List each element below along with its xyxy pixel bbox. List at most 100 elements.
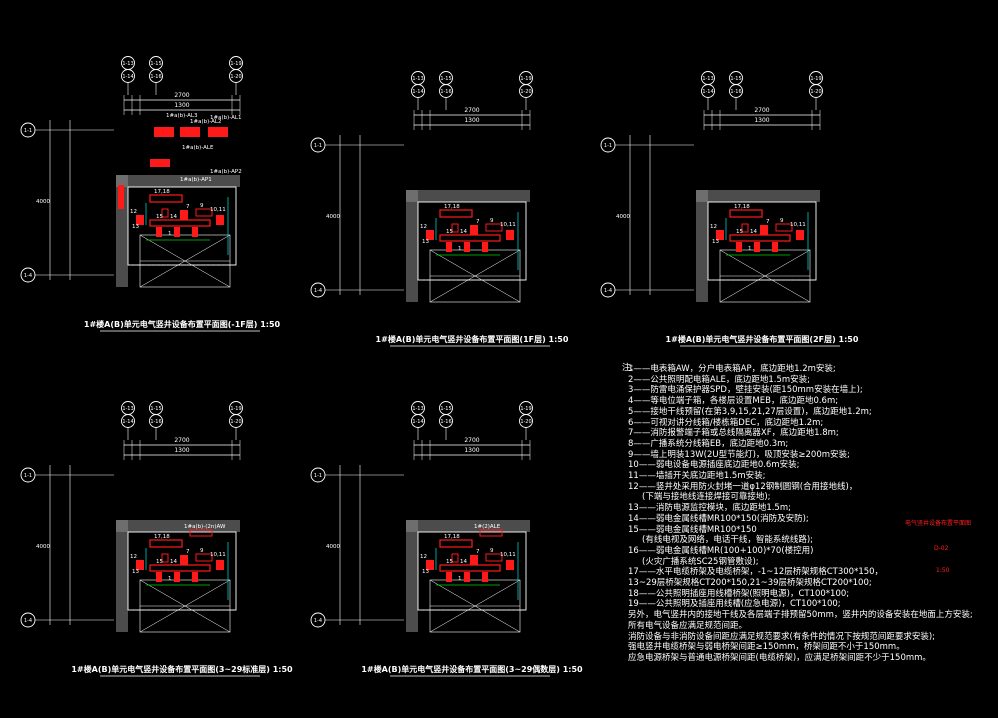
equipment-box <box>464 242 470 252</box>
equipment-box <box>195 208 213 217</box>
note-line: 8——广播系统分线箱EB，底边距地0.3m; <box>628 438 789 449</box>
equipment-number: 17,18 <box>154 534 170 540</box>
equipment-number: 7 <box>186 549 190 555</box>
axis-label: 1-1 <box>604 143 612 149</box>
equipment-number: 1 <box>458 246 462 252</box>
axis-label: 1-13 <box>412 406 423 412</box>
axis-bubble-top <box>411 414 425 428</box>
dimension-label: 4000 <box>36 199 50 205</box>
equipment-number: 15 <box>446 229 453 235</box>
floor-plan: 1-131-141-151-161-191-20270013001-11-440… <box>310 71 569 347</box>
wall-hatch <box>696 190 708 302</box>
axis-label: 1-13 <box>412 76 423 82</box>
axis-bubble-top <box>121 69 135 83</box>
side-label-scale: 1:50 <box>936 567 950 574</box>
dimension-label: 2700 <box>174 437 189 444</box>
panel-label: 1#a(b)-(2n)AW <box>184 524 226 530</box>
plan-caption: 1#楼A(B)单元电气竖井设备布置平面图(1F层) 1:50 <box>376 334 569 344</box>
wall-hatch <box>406 190 418 302</box>
equipment-box <box>161 553 169 563</box>
floor-plan: 1-131-141-151-161-191-20270013001-11-440… <box>20 401 293 677</box>
axis-label: 1-19 <box>520 406 531 412</box>
equipment-box <box>426 230 434 240</box>
panel-label: 1#a(b)-AP2 <box>210 169 242 175</box>
axis-bubble-top <box>121 414 135 428</box>
axis-label: 1-16 <box>730 89 741 95</box>
dimension-label: 1300 <box>754 117 769 124</box>
note-line: 13~29层桥架规格CT200*150,21~39层桥架规格CT200*100; <box>628 578 872 588</box>
note-line: 7——消防报警端子箱或总线隔离器XF，底边距地1.8m; <box>628 428 839 439</box>
axis-label: 1-14 <box>702 89 713 95</box>
axis-bubble-top <box>229 414 243 428</box>
equipment-box <box>506 230 514 240</box>
axis-label: 1-19 <box>230 61 241 67</box>
dimension-label: 1300 <box>464 117 479 124</box>
note-line: 5——接地干线预留(在第3,9,15,21,27层设置)，底边距地1.2m; <box>628 406 872 417</box>
equipment-box <box>446 242 452 252</box>
equipment-box <box>156 572 162 582</box>
wall-hatch <box>406 520 530 532</box>
plan-caption: 1#楼A(B)单元电气竖井设备布置平面图(3~29标准层) 1:50 <box>71 664 293 674</box>
note-line: 13——消防电源监控模块，底边距地1.5m; <box>628 503 791 514</box>
equipment-box <box>136 215 144 225</box>
panel-box <box>154 127 174 137</box>
wall-hatch <box>696 190 820 202</box>
cable-tray <box>729 234 791 242</box>
cable-tray <box>729 209 763 218</box>
equipment-number: 12 <box>130 209 137 215</box>
equipment-box <box>760 225 768 235</box>
dimension-label: 4000 <box>616 214 630 220</box>
panel-box <box>479 529 503 537</box>
equipment-box <box>796 230 804 240</box>
axis-bubble-top <box>519 414 533 428</box>
note-line: (火灾广播系统SC25钢管敷设); <box>642 556 759 567</box>
axis-bubble-top <box>229 69 243 83</box>
axis-bubble-top <box>809 84 823 98</box>
equipment-number: 13 <box>422 239 429 245</box>
equipment-box <box>485 223 503 232</box>
equipment-number: 1 <box>168 231 172 237</box>
note-line: 6——可视对讲分线箱/楼栋箱DEC，底边距地1.2m; <box>628 417 824 428</box>
axis-label: 1-15 <box>730 76 741 82</box>
equipment-box <box>195 553 213 562</box>
axis-label: 1-14 <box>122 419 133 425</box>
dimension-label: 2700 <box>464 437 479 444</box>
side-label-title: 电气竖井设备布置平面图 <box>905 520 972 527</box>
equipment-number: 7 <box>186 204 190 210</box>
axis-label: 1-4 <box>314 618 322 624</box>
equipment-number: 12 <box>710 224 717 230</box>
axis-bubble-top <box>729 84 743 98</box>
axis-bubble-top <box>149 69 163 83</box>
cable-tray <box>149 564 211 572</box>
equipment-number: 7 <box>476 219 480 225</box>
equipment-box <box>174 572 180 582</box>
equipment-box <box>118 185 124 209</box>
axis-bubble-top <box>439 84 453 98</box>
note-line: 强电竖井电缆桥架与弱电桥架间距≥150mm，桥架间距不小于150mm。 <box>628 642 905 653</box>
equipment-number: 15 <box>736 229 743 235</box>
equipment-number: 13 <box>712 239 719 245</box>
cable-tray <box>439 209 473 218</box>
equipment-box <box>485 553 503 562</box>
equipment-box <box>192 227 198 237</box>
axis-label: 1-16 <box>150 419 161 425</box>
note-line: 3——防雷电涌保护器SPD，壁挂安装(距150mm安装在墙上); <box>628 385 863 396</box>
panel-label: 1#a(b)-AP1 <box>180 177 212 183</box>
equipment-number: 13 <box>132 569 139 575</box>
equipment-number: 14 <box>460 559 467 565</box>
axis-bubble-top <box>701 84 715 98</box>
equipment-box <box>736 242 742 252</box>
equipment-number: 10,11 <box>790 222 806 228</box>
axis-label: 1-4 <box>24 618 32 624</box>
equipment-box <box>180 210 188 220</box>
note-line: 15——弱电金属线槽MR100*150 <box>628 524 757 535</box>
equipment-number: 10,11 <box>210 207 226 213</box>
axis-bubble-top <box>149 414 163 428</box>
axis-label: 1-15 <box>440 76 451 82</box>
equipment-number: 14 <box>750 229 757 235</box>
note-line: (有线电视及网络，电话干线，智能系统线路); <box>642 535 813 546</box>
cable-tray <box>149 194 183 203</box>
notes-header: 注: <box>622 363 634 373</box>
